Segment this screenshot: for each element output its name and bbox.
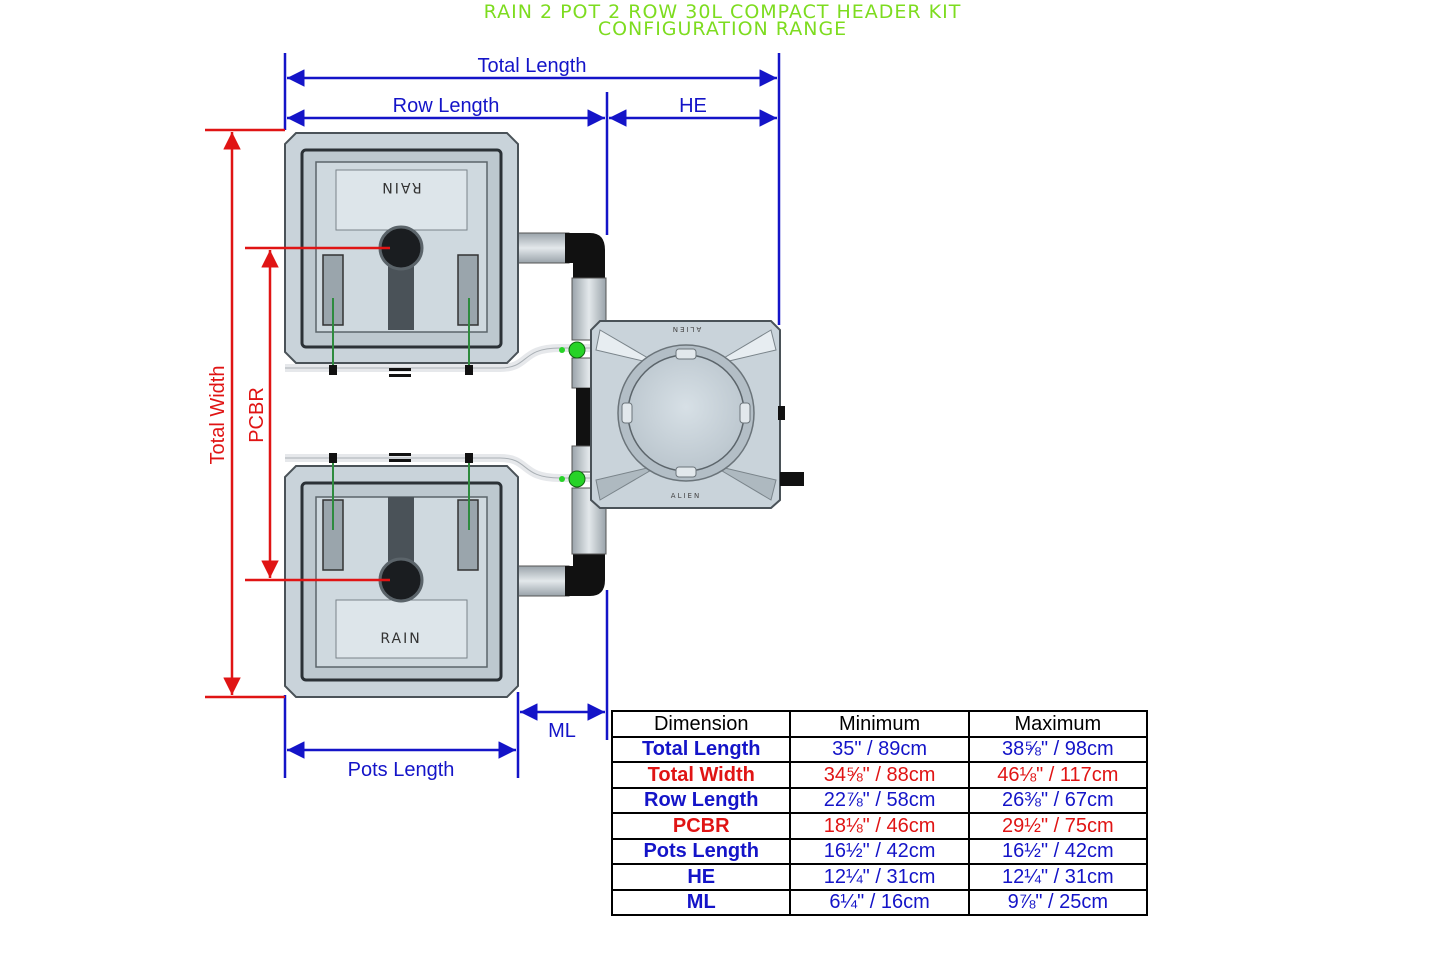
table-row: Total Width 34⅝" / 88cm 46⅛" / 117cm: [610, 761, 1149, 789]
row-max: 46⅛" / 117cm: [967, 761, 1149, 789]
row-max: 38⅝" / 98cm: [967, 735, 1149, 763]
row-min: 18⅛" / 46cm: [789, 812, 970, 840]
header-tank: ALIEN ALIEN: [590, 320, 804, 509]
table-header-row: Dimension Minimum Maximum: [610, 710, 1149, 738]
row-max: 16½" / 42cm: [967, 837, 1149, 865]
dimension-table: Dimension Minimum Maximum Total Length 3…: [610, 710, 1149, 916]
row-name: Total Width: [610, 761, 792, 789]
row-name: HE: [610, 863, 792, 891]
title-line-2: CONFIGURATION RANGE: [597, 18, 848, 40]
row-min: 16½" / 42cm: [789, 837, 970, 865]
label-he: HE: [679, 95, 707, 117]
title-line-1: RAIN 2 POT 2 ROW 30L COMPACT HEADER KIT: [483, 1, 962, 23]
table-row: Row Length 22⅞" / 58cm 26⅜" / 67cm: [610, 786, 1149, 814]
pipework: [285, 232, 607, 597]
row-name: Pots Length: [610, 837, 792, 865]
row-max: 26⅜" / 67cm: [967, 786, 1149, 814]
dimension-lines: [283, 53, 781, 778]
row-name: Row Length: [610, 786, 792, 814]
header-logo-bottom: ALIEN: [671, 492, 701, 500]
label-total-length: Total Length: [478, 55, 587, 77]
row-min: 22⅞" / 58cm: [789, 786, 970, 814]
row-max: 12¼" / 31cm: [967, 863, 1149, 891]
table-row: PCBR 18⅛" / 46cm 29½" / 75cm: [610, 812, 1149, 840]
row-name: PCBR: [610, 812, 792, 840]
header-minimum: Minimum: [789, 710, 970, 738]
row-min: 6¼" / 16cm: [789, 888, 970, 916]
row-name: ML: [610, 888, 792, 916]
row-max: 29½" / 75cm: [967, 812, 1149, 840]
label-ml: ML: [548, 720, 576, 742]
row-min: 12¼" / 31cm: [789, 863, 970, 891]
header-logo-top: ALIEN: [671, 325, 701, 333]
row-min: 35" / 89cm: [789, 735, 970, 763]
label-total-width: Total Width: [207, 366, 229, 465]
header-maximum: Maximum: [967, 710, 1149, 738]
row-max: 9⅞" / 25cm: [967, 888, 1149, 916]
table-row: HE 12¼" / 31cm 12¼" / 31cm: [610, 863, 1149, 891]
label-pots-length: Pots Length: [348, 759, 455, 781]
pot-top: RAIN: [284, 132, 519, 377]
row-name: Total Length: [610, 735, 792, 763]
pot-top-logo: RAIN: [380, 179, 421, 195]
pot-bottom: RAIN: [284, 453, 519, 698]
row-min: 34⅝" / 88cm: [789, 761, 970, 789]
label-pcbr: PCBR: [246, 387, 268, 443]
table-row: Total Length 35" / 89cm 38⅝" / 98cm: [610, 735, 1149, 763]
pot-bottom-logo: RAIN: [380, 631, 421, 647]
red-dimension-lines: [205, 128, 285, 699]
table-row: ML 6¼" / 16cm 9⅞" / 25cm: [610, 888, 1149, 916]
label-row-length: Row Length: [393, 95, 500, 117]
table-row: Pots Length 16½" / 42cm 16½" / 42cm: [610, 837, 1149, 865]
header-dimension: Dimension: [610, 710, 792, 738]
